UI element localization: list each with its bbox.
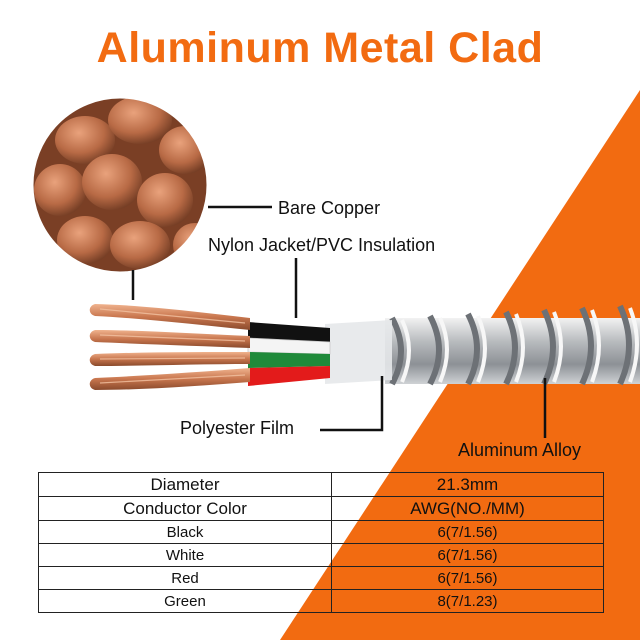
table-cell: Black xyxy=(38,520,332,544)
bare-copper-conductors xyxy=(89,304,250,390)
label-bare-copper: Bare Copper xyxy=(278,198,381,218)
spec-table: Diameter 21.3mm Conductor Color AWG(NO./… xyxy=(38,472,604,613)
table-cell: White xyxy=(38,543,332,567)
table-cell: Red xyxy=(38,566,332,590)
table-cell: Green xyxy=(38,589,332,613)
table-row: White 6(7/1.56) xyxy=(38,543,604,567)
table-row: Black 6(7/1.56) xyxy=(38,520,604,544)
table-cell: Diameter xyxy=(38,472,332,497)
polyester-film xyxy=(325,320,392,384)
table-cell: 8(7/1.23) xyxy=(331,589,604,613)
table-cell: 6(7/1.56) xyxy=(331,566,604,590)
copper-strands-closeup xyxy=(32,97,208,273)
label-jacket-insulation: Nylon Jacket/PVC Insulation xyxy=(208,235,436,255)
label-aluminum-alloy: Aluminum Alloy xyxy=(458,440,582,460)
page-title: Aluminum Metal Clad xyxy=(96,24,544,72)
table-cell: 6(7/1.56) xyxy=(331,543,604,567)
insulated-conductors xyxy=(247,322,331,386)
callout-leader-lines xyxy=(131,205,547,438)
table-cell: AWG(NO./MM) xyxy=(331,496,604,521)
table-cell: 6(7/1.56) xyxy=(331,520,604,544)
table-cell: 21.3mm xyxy=(331,472,604,497)
table-row: Red 6(7/1.56) xyxy=(38,566,604,590)
table-cell: Conductor Color xyxy=(38,496,332,521)
table-row: Diameter 21.3mm xyxy=(38,472,604,497)
table-row: Green 8(7/1.23) xyxy=(38,589,604,613)
label-polyester-film: Polyester Film xyxy=(180,418,295,438)
table-row: Conductor Color AWG(NO./MM) xyxy=(38,496,604,521)
aluminum-armor xyxy=(385,304,640,386)
